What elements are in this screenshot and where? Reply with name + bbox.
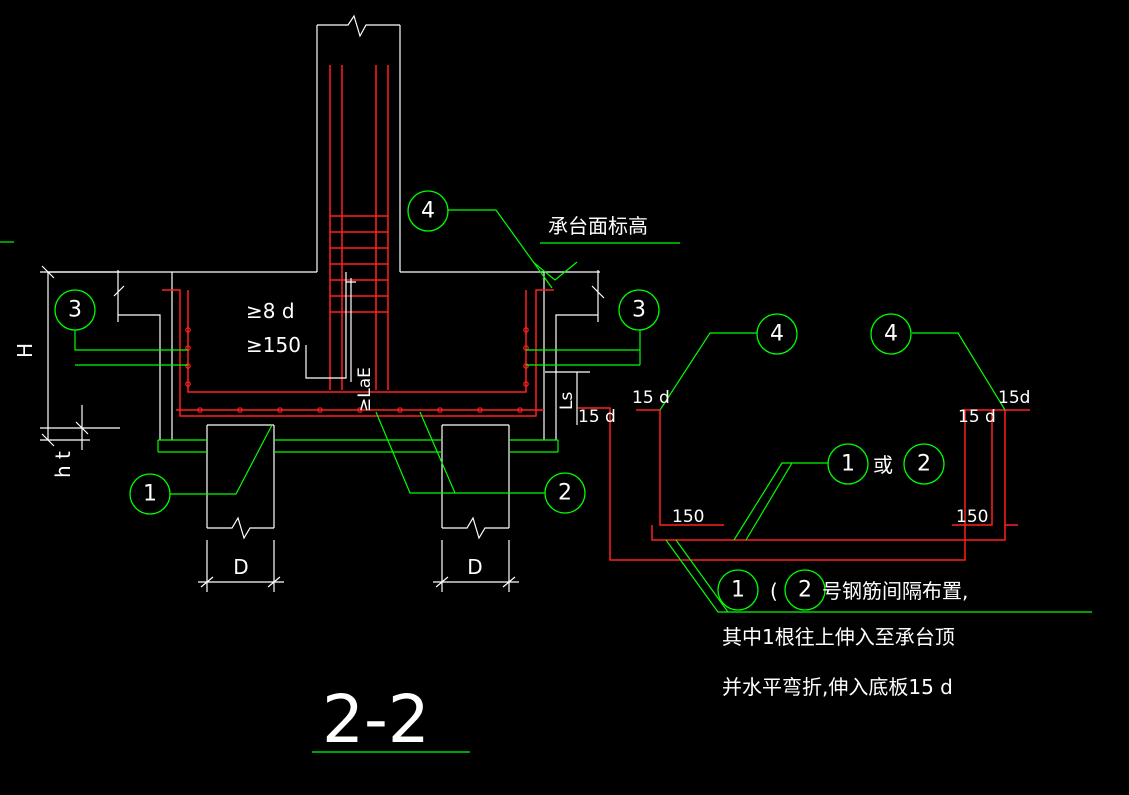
callout-3-left: 3 [54, 289, 96, 331]
callout-4-main: 4 [407, 190, 449, 232]
rebar-dot [185, 381, 191, 387]
note-line1: 号钢筋间隔布置, [822, 579, 968, 603]
rebar-dot [317, 407, 323, 413]
svg-text:2: 2 [917, 452, 931, 477]
base-slab [157, 439, 559, 453]
leaders-main [74, 209, 641, 495]
d15-label-inner: 15 d [958, 407, 996, 427]
svg-text:2: 2 [558, 481, 572, 506]
elevation-mark [532, 242, 680, 281]
note-line2: 其中1根往上伸入至承台顶 [722, 625, 955, 649]
callout-2-main: 2 [544, 472, 586, 514]
note-line3: 并水平弯折,伸入底板15 d [722, 675, 953, 699]
section-title: 2-2 [322, 681, 430, 758]
Ls-label: Ls [557, 392, 577, 410]
svg-text:1: 1 [143, 482, 157, 507]
laE-label: ≥LaE [355, 367, 375, 412]
svg-text:1: 1 [841, 452, 855, 477]
rebar-dot [237, 407, 243, 413]
svg-text:4: 4 [884, 322, 898, 347]
rebar-dot [185, 363, 191, 369]
dim-D-right [433, 540, 519, 592]
detail-leaders [659, 332, 1092, 613]
svg-text:2: 2 [798, 578, 812, 603]
d15-label-ls: 15 d [578, 407, 616, 427]
svg-text:3: 3 [68, 298, 82, 323]
pile-cap-outline [113, 270, 605, 440]
callout-1-detail: 1 [827, 443, 869, 485]
callout-4-detail-right: 4 [870, 313, 912, 355]
rebar-dot [437, 407, 443, 413]
rebar-cage [162, 65, 554, 417]
rebar-detail [578, 407, 1030, 561]
rebar-dot [477, 407, 483, 413]
callout-4-detail-left: 4 [756, 313, 798, 355]
note-callout-2: 2 [784, 569, 826, 611]
rebar-dot [197, 407, 203, 413]
rebar-dots [185, 327, 529, 413]
rebar-dot [523, 363, 529, 369]
d15-label-left: 15 d [632, 388, 670, 408]
ht-label: h t [51, 451, 75, 478]
rebar-dot [397, 407, 403, 413]
callout-1-main: 1 [129, 473, 171, 515]
rebar-dot [517, 407, 523, 413]
elevation-label: 承台面标高 [548, 214, 648, 238]
svg-text:3: 3 [632, 298, 646, 323]
note-paren: ( [770, 579, 778, 603]
min-anchor-d-label: ≥8 d [246, 299, 295, 323]
rebar-dot [185, 327, 191, 333]
svg-text:1: 1 [731, 578, 745, 603]
pile-left [206, 424, 275, 540]
dim-150-right: 150 [956, 507, 988, 527]
d15-label-right: 15d [998, 388, 1030, 408]
dim-D-left [198, 540, 284, 592]
callout-2-detail: 2 [903, 443, 945, 485]
column-outline [48, 14, 600, 273]
dim-150-left: 150 [672, 507, 704, 527]
D-label-right: D [467, 555, 482, 579]
pile-right [441, 424, 510, 540]
D-label-left: D [233, 555, 248, 579]
dim-Ls [545, 371, 590, 425]
H-label: H [13, 343, 37, 358]
svg-text:4: 4 [770, 322, 784, 347]
note-callout-1: 1 [717, 569, 759, 611]
rebar-dot [277, 407, 283, 413]
or-label: 或 [873, 453, 893, 477]
dim-H [40, 265, 120, 450]
anchor-hook [305, 272, 356, 382]
rebar-dot [357, 407, 363, 413]
rebar-dot [523, 327, 529, 333]
min-anchor-mm-label: ≥150 [246, 333, 301, 357]
callout-3-right: 3 [618, 289, 660, 331]
rebar-dot [523, 381, 529, 387]
svg-text:4: 4 [421, 199, 435, 224]
